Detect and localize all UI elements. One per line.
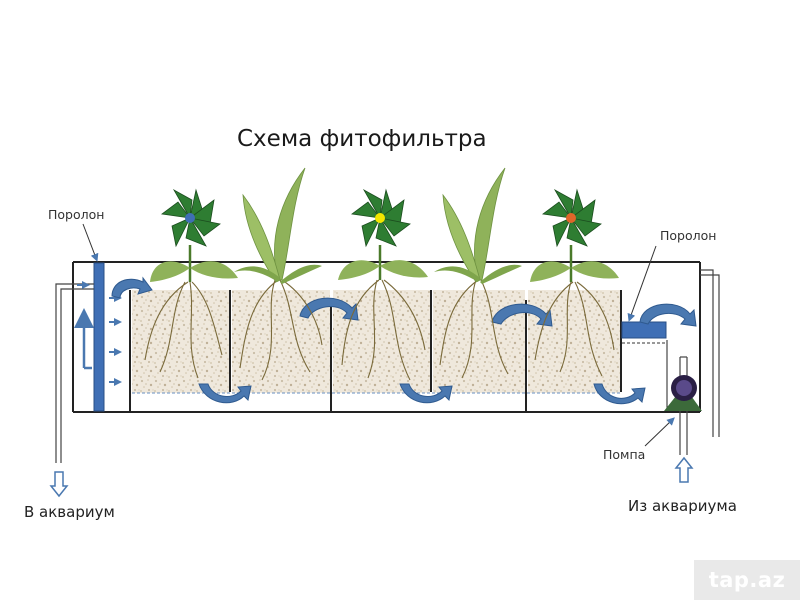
foam-left: [93, 262, 105, 412]
leaf-plant-2: [434, 167, 522, 284]
flower-plant-1: [150, 188, 238, 282]
section-dividers: [129, 290, 668, 412]
leaf-plant-1: [234, 167, 322, 284]
upflow-arrow: [74, 308, 94, 370]
outlet-pipe: [55, 283, 94, 463]
label-from-aquarium: Из аквариума: [628, 497, 737, 515]
label-to-aquarium: В аквариум: [24, 503, 115, 521]
foam-right: [621, 321, 667, 339]
flower-plant-2: [338, 188, 428, 280]
pump-icon: [664, 375, 702, 411]
flow-arrows: [111, 276, 697, 405]
label-foam-right: Поролон: [660, 228, 717, 243]
io-arrows: [49, 456, 694, 498]
gravel-layers: [132, 290, 620, 393]
roots: [144, 279, 615, 381]
flower-plant-3: [530, 188, 619, 282]
label-foam-left: Поролон: [48, 207, 105, 222]
label-pump: Помпа: [603, 447, 646, 462]
pointer-lines: [82, 223, 675, 447]
inflow-arrows: [77, 281, 122, 386]
watermark-logo: tap.az: [694, 560, 800, 600]
diagram-title: Схема фитофильтра: [237, 126, 487, 152]
